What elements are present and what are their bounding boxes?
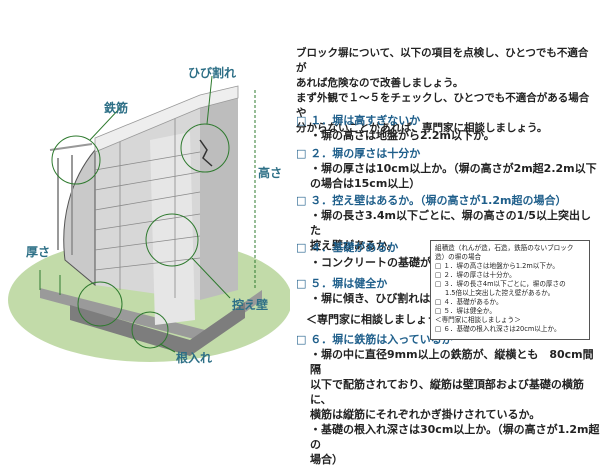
buttress-label: 控え壁 xyxy=(232,298,269,312)
intro-line: ブロック塀について、以下の項目を点検し、ひとつでも不適合が xyxy=(296,47,589,74)
item-body: ・塀の長さ3.4m以下ごとに、塀の高さの1/5以上突出した xyxy=(310,209,591,237)
item-body: ・基礎の根入れ深さは30cm以上か。（塀の高さが1.2m超の xyxy=(310,423,600,451)
item-body: の場合は15cm以上） xyxy=(310,177,421,190)
box-line: 1.5倍以上突出した控え壁があるか。 xyxy=(445,289,555,297)
box-line: 造）の塀の場合 xyxy=(435,253,482,261)
item-body: ・塀の厚さは10cm以上か。（塀の高さが2m超2.2m以下 xyxy=(310,162,597,175)
box-line: □ ５．塀は健全か。 xyxy=(435,307,496,315)
footing-label: 根入れ xyxy=(176,351,213,365)
item-heading: □ ２．塀の厚さは十分か xyxy=(296,147,421,160)
check-item-1: □ １．塀は高すぎないか ・塀の高さは地盤から2.2m以下か。 xyxy=(296,113,495,143)
consult-heading: ＜専門家に相談しましょう＞ xyxy=(306,313,449,326)
wall-cap xyxy=(94,85,239,153)
box-line: □ ４．基礎があるか。 xyxy=(435,298,503,306)
box-line: ＜専門家に相談しましょう＞ xyxy=(435,316,521,324)
check-item-3: □ ３．控え壁はあるか。（塀の高さが1.2m超の場合） ・塀の長さ3.4m以下ご… xyxy=(296,193,600,253)
buttress-face xyxy=(150,132,195,325)
item-heading: □ ４．基礎があるか xyxy=(296,241,399,254)
item-heading: □ ６．塀に鉄筋は入っているか xyxy=(296,333,453,346)
box-line: □ ６．基礎の根入れ深さは20cm以上か。 xyxy=(435,325,561,333)
intro-line: 分からないことがあれば、専門家に相談しましょう。 xyxy=(296,122,548,134)
item-body: ・塀の中に直径9mm以上の鉄筋が、縦横とも 80cm間隔 xyxy=(310,348,594,376)
thickness-label: 厚さ xyxy=(26,245,51,259)
crack-mark xyxy=(199,139,213,167)
item-body: 以下で配筋されており、縦筋は壁頂部および基礎の横筋に、 xyxy=(310,378,584,406)
check-item-6: □ ６．塀に鉄筋は入っているか ・塀の中に直径9mm以上の鉄筋が、縦横とも 80… xyxy=(296,332,600,467)
footing-under xyxy=(70,302,245,356)
intro-text: ブロック塀について、以下の項目を点検し、ひとつでも不適合が あれば危険なので改善… xyxy=(296,46,596,136)
wall-end xyxy=(200,95,238,300)
item-heading: □ ３．控え壁はあるか。（塀の高さが1.2m超の場合） xyxy=(296,194,567,207)
box-line: □ ３．塀の長さ4m以下ごとに，塀の厚さの xyxy=(435,280,566,288)
item-body: 場合） xyxy=(310,453,343,466)
item-heading: □ ５．塀は健全か xyxy=(296,277,388,290)
crack-label: ひび割れ xyxy=(188,66,237,80)
intro-line: まず外観で１～５をチェックし、ひとつでも不適合がある場合や xyxy=(296,92,590,119)
item-body: 控え壁があるか。 xyxy=(310,239,398,252)
item-body: ・塀の高さは地盤から2.2m以下か。 xyxy=(310,129,495,142)
block-wall-illustration xyxy=(8,75,290,362)
item-body: 横筋は縦筋にそれぞれかぎ掛けされているか。 xyxy=(310,408,541,421)
rebar-label: 鉄筋 xyxy=(104,101,129,115)
box-line: □ １．塀の高さは地盤から1.2m以下か。 xyxy=(435,262,560,270)
check-item-2: □ ２．塀の厚さは十分か ・塀の厚さは10cm以上か。（塀の高さが2m超2.2m… xyxy=(296,146,597,191)
box-line: □ ２．塀の厚さは十分か。 xyxy=(435,271,516,279)
masonry-checklist-box: 組積造（れんが造，石造，鉄筋のないブロック 造）の塀の場合 □ １．塀の高さは地… xyxy=(430,240,590,340)
height-label: 高さ xyxy=(258,166,283,180)
item-heading: □ １．塀は高すぎないか xyxy=(296,114,421,127)
box-line: 組積造（れんが造，石造，鉄筋のないブロック xyxy=(435,244,574,252)
intro-line: あれば危険なので改善しましょう。 xyxy=(296,77,464,89)
